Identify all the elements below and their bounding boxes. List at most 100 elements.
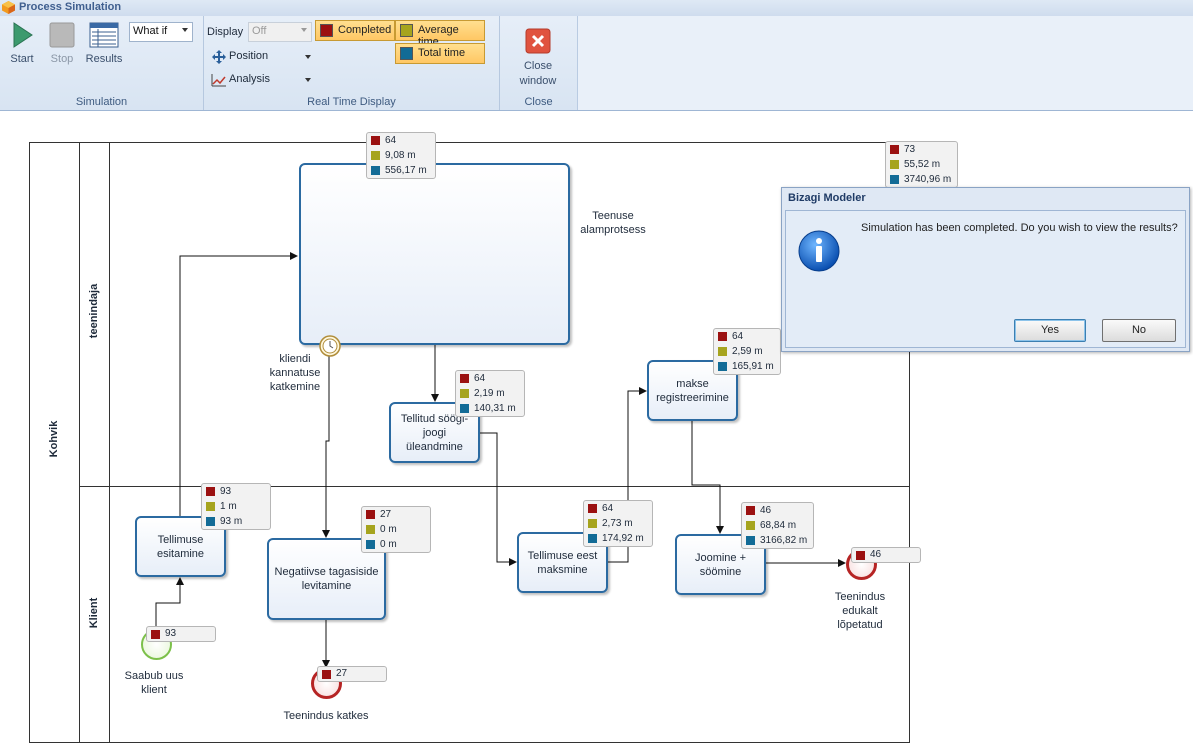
average-time-swatch-icon bbox=[400, 24, 413, 37]
play-icon bbox=[13, 22, 33, 48]
task-label-line: registreerimine bbox=[656, 391, 729, 404]
stat-average: 2,59 m bbox=[732, 346, 763, 357]
display-select[interactable]: Off bbox=[248, 22, 312, 42]
flow-tellitud-to-maksmine bbox=[480, 432, 517, 566]
task-label-line: üleandmine bbox=[406, 440, 463, 453]
analysis-menu[interactable]: Analysis bbox=[210, 72, 314, 88]
timer-boundary-event-icon[interactable] bbox=[318, 334, 342, 358]
stats-end-edukalt: 46 bbox=[851, 547, 921, 563]
end-event-edukalt-label: Teenindus edukalt lõpetatud bbox=[820, 590, 900, 632]
stat-average: 0 m bbox=[380, 524, 397, 535]
completed-square-icon bbox=[322, 670, 331, 679]
average-square-icon bbox=[206, 502, 215, 511]
completed-square-icon bbox=[890, 145, 899, 154]
stats-tellimuse-eest: 64 2,73 m 174,92 m bbox=[583, 500, 653, 547]
title-bar: Process Simulation bbox=[0, 0, 1193, 16]
bizagi-logo-icon bbox=[2, 1, 15, 14]
stop-label: Stop bbox=[50, 53, 74, 65]
close-window-button[interactable]: Close window bbox=[508, 28, 568, 89]
display-label: Display bbox=[207, 26, 244, 38]
position-label: Position bbox=[229, 50, 269, 62]
average-square-icon bbox=[366, 525, 375, 534]
flow-start-to-tellimuse bbox=[155, 577, 184, 629]
yes-button[interactable]: Yes bbox=[1014, 319, 1086, 342]
flow-boundary-to-negatiivse bbox=[322, 356, 330, 538]
stat-total: 3166,82 m bbox=[760, 535, 808, 546]
no-button[interactable]: No bbox=[1102, 319, 1176, 342]
flow-tellimuse-to-subprocess bbox=[179, 252, 298, 516]
stats-tellimuse-esitamine: 93 1 m 93 m bbox=[201, 483, 271, 530]
flow-maksmine-to-makse bbox=[608, 387, 647, 563]
task-label-line: Joomine + bbox=[694, 551, 747, 564]
completed-swatch-icon bbox=[320, 24, 333, 37]
task-label-line: Negatiivse tagasiside bbox=[274, 566, 379, 578]
subprocess-teenuse-alamprotsess[interactable] bbox=[299, 163, 570, 345]
completed-square-icon bbox=[746, 506, 755, 515]
lane-header-divider bbox=[109, 142, 110, 743]
completed-toggle[interactable]: Completed bbox=[315, 20, 395, 41]
completed-square-icon bbox=[856, 551, 865, 560]
ribbon: Start Stop Results What if Sim bbox=[0, 16, 1193, 111]
stats-negatiivse: 27 0 m 0 m bbox=[361, 506, 431, 553]
stats-subprocess: 64 9,08 m 556,17 m bbox=[366, 132, 436, 179]
total-time-label: Total time bbox=[418, 47, 466, 59]
task-label-line: Tellimuse bbox=[157, 533, 204, 546]
boundary-event-label: kliendi kannatuse katkemine bbox=[255, 352, 335, 394]
task-label-line: Tellitud söögi- bbox=[400, 412, 469, 425]
pool-kohvik[interactable] bbox=[29, 142, 910, 743]
start-event-label-line2: klient bbox=[141, 684, 167, 696]
close-group-label: Close bbox=[524, 96, 553, 108]
stat-completed: 64 bbox=[385, 135, 397, 146]
completed-square-icon bbox=[371, 136, 380, 145]
stat-average: 9,08 m bbox=[385, 150, 416, 161]
analysis-label: Analysis bbox=[229, 73, 270, 85]
total-square-icon bbox=[371, 166, 380, 175]
lane-divider bbox=[79, 486, 910, 487]
results-button[interactable]: Results bbox=[84, 22, 124, 65]
stat-total: 0 m bbox=[380, 539, 397, 550]
completed-square-icon bbox=[718, 332, 727, 341]
simulation-group: Start Stop Results What if Sim bbox=[0, 16, 204, 110]
average-time-toggle[interactable]: Average time bbox=[395, 20, 485, 48]
completed-square-icon bbox=[151, 630, 160, 639]
stat-total: 140,31 m bbox=[474, 403, 516, 414]
chevron-down-icon bbox=[182, 28, 188, 32]
stats-tellitud: 64 2,19 m 140,31 m bbox=[455, 370, 525, 417]
simulation-mode-select[interactable]: What if bbox=[129, 22, 193, 42]
total-square-icon bbox=[366, 540, 375, 549]
task-label-line: maksmine bbox=[537, 563, 588, 576]
chevron-down-icon bbox=[305, 55, 311, 59]
average-square-icon bbox=[746, 521, 755, 530]
subprocess-label: Teenuse alamprotsess bbox=[568, 209, 658, 237]
close-icon bbox=[525, 28, 551, 54]
completed-label: Completed bbox=[338, 24, 392, 36]
total-square-icon bbox=[206, 517, 215, 526]
dialog-title: Bizagi Modeler bbox=[788, 192, 866, 204]
total-square-icon bbox=[718, 362, 727, 371]
stat-completed: 73 bbox=[904, 144, 916, 155]
stats-joomine: 46 68,84 m 3166,82 m bbox=[741, 502, 814, 549]
start-button[interactable]: Start bbox=[4, 22, 40, 65]
total-square-icon bbox=[588, 534, 597, 543]
total-square-icon bbox=[460, 404, 469, 413]
stats-end-katkes: 27 bbox=[317, 666, 387, 682]
end-edukalt-label-line1: Teenindus bbox=[834, 591, 886, 603]
total-time-toggle[interactable]: Total time bbox=[395, 43, 485, 64]
stat-total: 93 m bbox=[220, 516, 243, 527]
average-square-icon bbox=[890, 160, 899, 169]
stat-average: 55,52 m bbox=[904, 159, 941, 170]
position-menu[interactable]: Position bbox=[210, 49, 314, 65]
stat-average: 1 m bbox=[220, 501, 237, 512]
end-event-katkes-label: Teenindus katkes bbox=[283, 710, 369, 722]
pool-header-divider bbox=[79, 142, 80, 743]
completed-square-icon bbox=[206, 487, 215, 496]
boundary-label-line1: kliendi bbox=[279, 353, 311, 365]
stop-button[interactable]: Stop bbox=[44, 22, 80, 65]
stat-completed: 93 bbox=[165, 628, 177, 639]
total-square-icon bbox=[746, 536, 755, 545]
simulation-complete-dialog[interactable]: Bizagi Modeler Simulation has been compl… bbox=[781, 187, 1190, 352]
end-edukalt-label-line2: edukalt bbox=[842, 605, 878, 617]
close-window-label: Close window bbox=[508, 59, 568, 89]
